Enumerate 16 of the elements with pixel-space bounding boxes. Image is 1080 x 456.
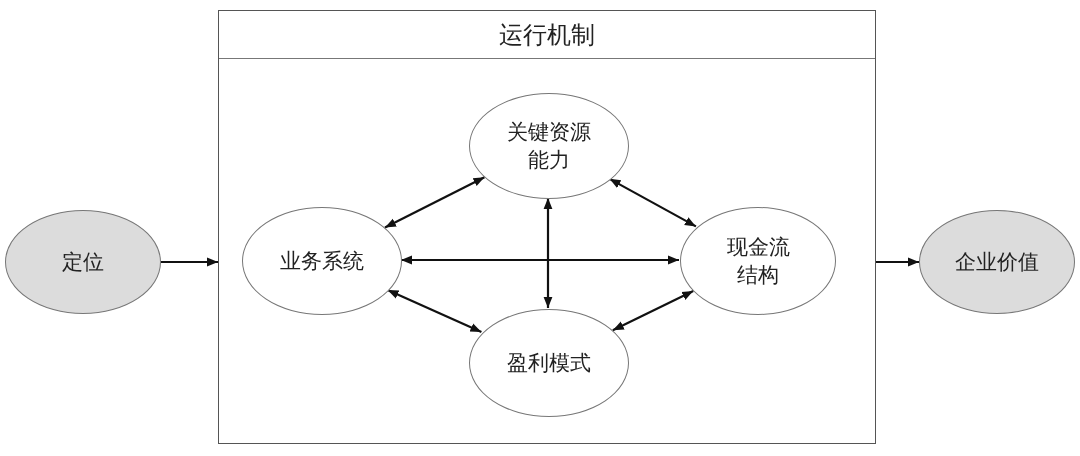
arrow bbox=[387, 288, 482, 334]
arrow bbox=[384, 176, 485, 229]
arrow bbox=[543, 198, 553, 308]
oval-node: 企业价值 bbox=[919, 210, 1075, 314]
arrow bbox=[612, 290, 694, 332]
frame-box bbox=[218, 10, 876, 444]
oval-node: 关键资源能力 bbox=[469, 93, 629, 199]
frame-heading: 运行机制 bbox=[219, 11, 875, 59]
arrow bbox=[401, 255, 679, 265]
oval-node: 现金流结构 bbox=[680, 207, 836, 315]
arrow bbox=[161, 257, 218, 267]
arrow bbox=[876, 257, 919, 267]
oval-node: 业务系统 bbox=[242, 207, 402, 315]
oval-node: 定位 bbox=[5, 210, 161, 314]
oval-node: 盈利模式 bbox=[469, 309, 629, 417]
arrow bbox=[609, 177, 697, 228]
